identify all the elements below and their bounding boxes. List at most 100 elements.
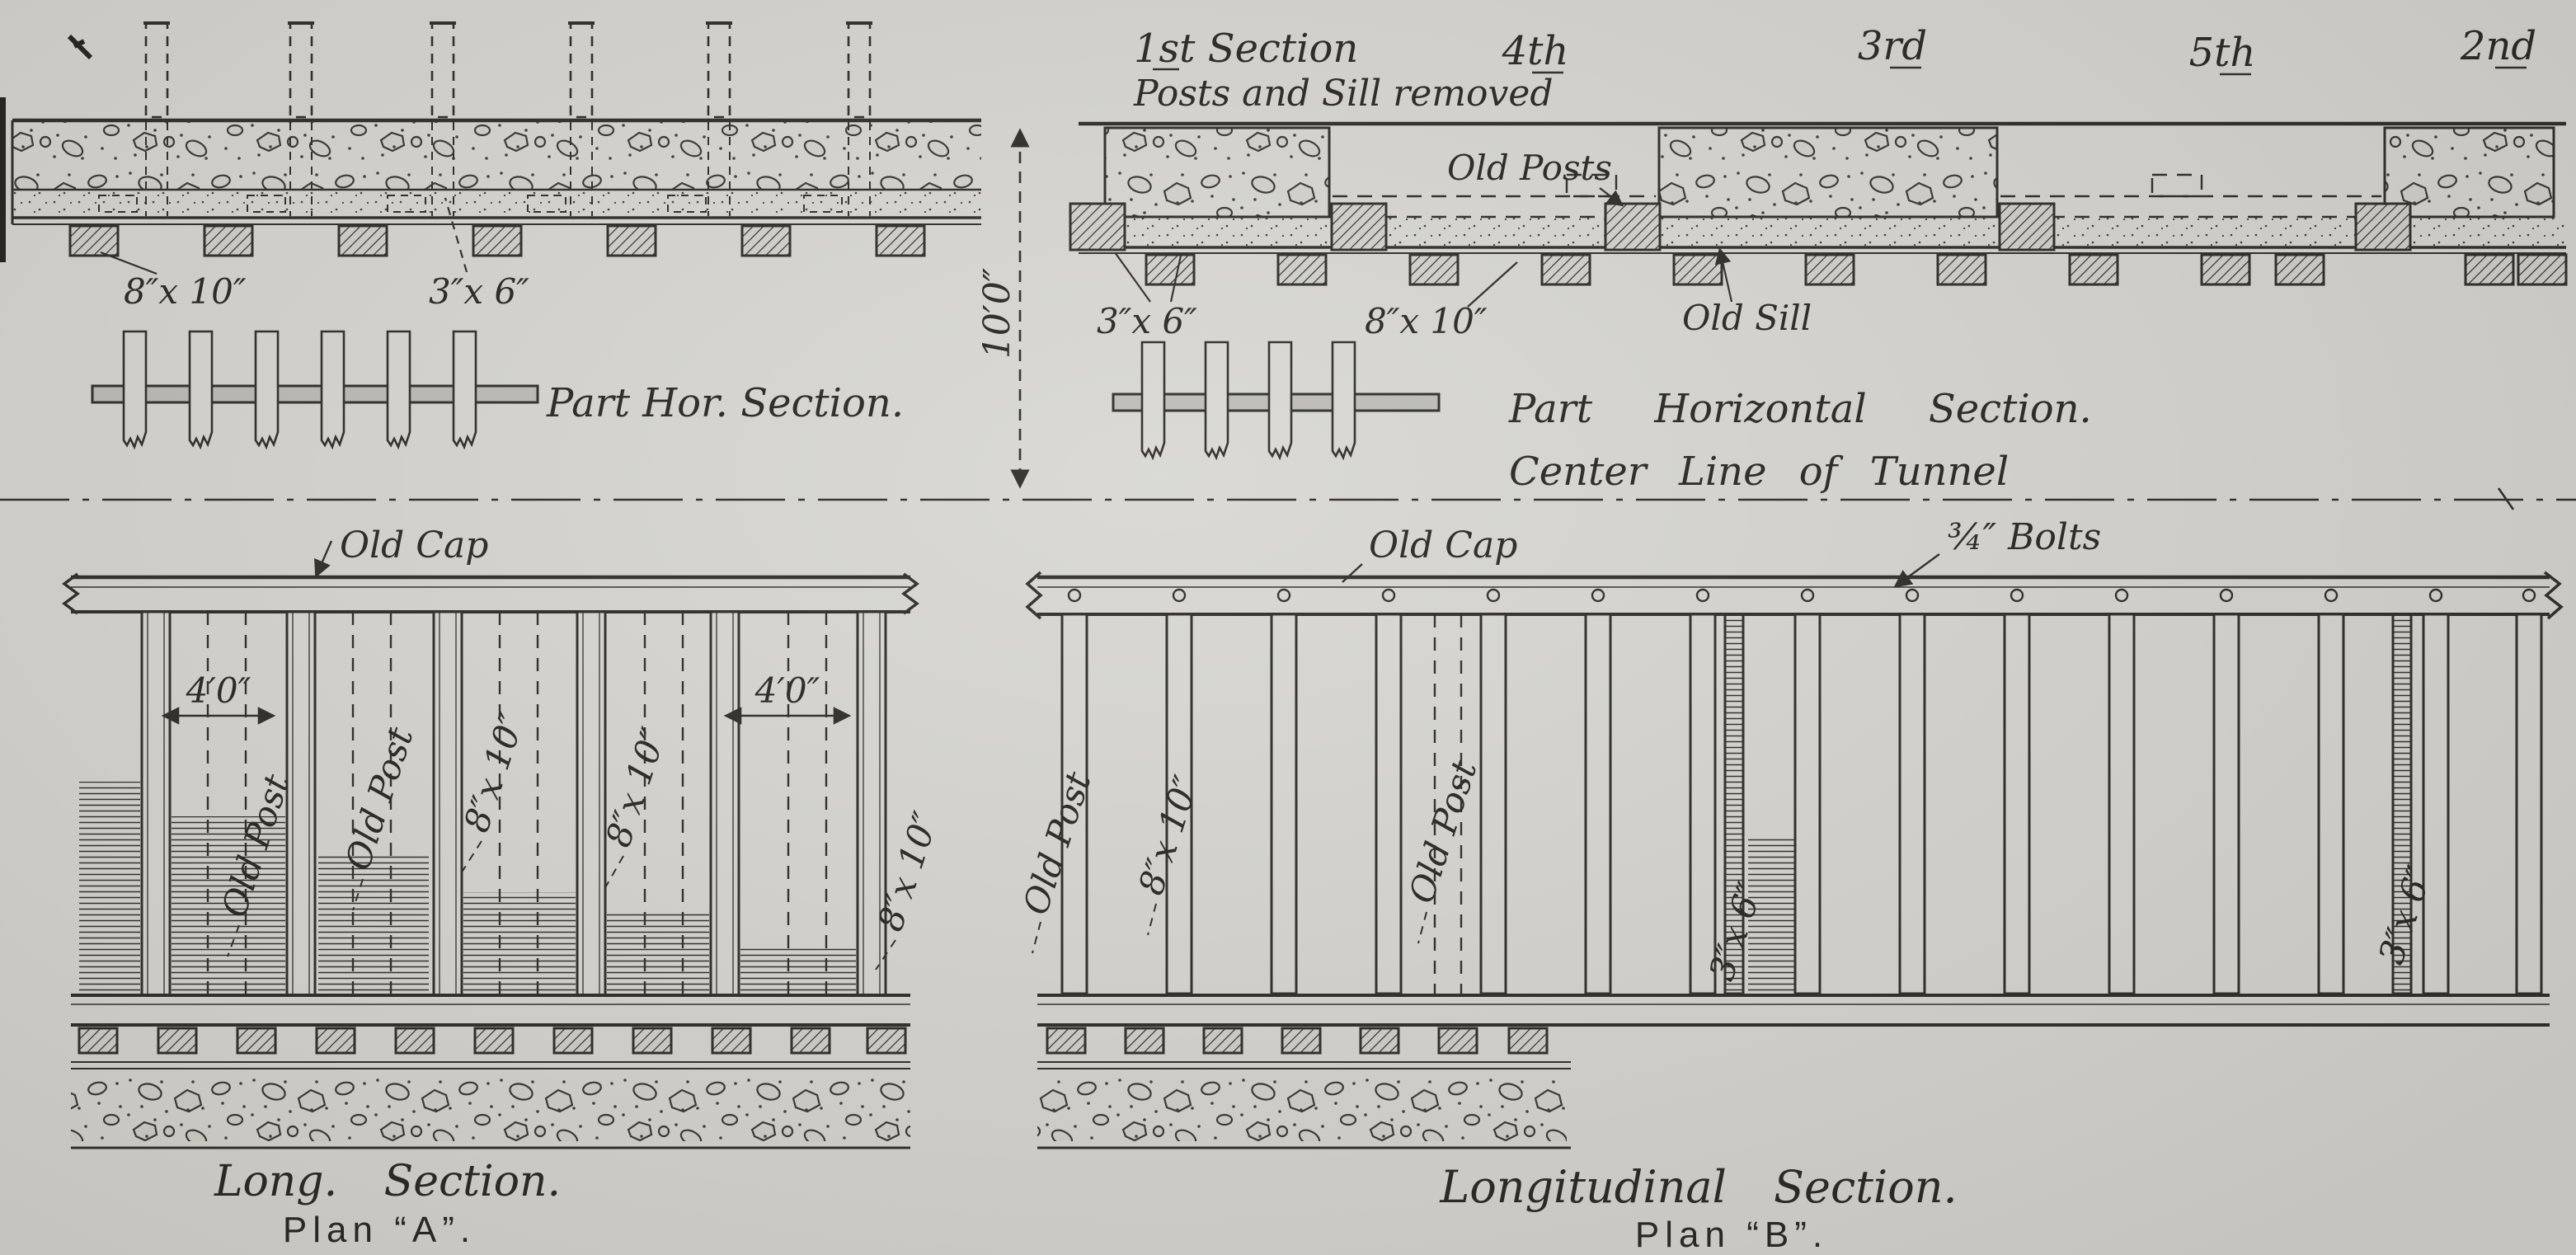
- hatched-lug: [1437, 1027, 1478, 1055]
- hatched-wall-block: [2354, 202, 2412, 251]
- hatched-lug: [866, 1027, 907, 1055]
- hatched-lug: [1124, 1027, 1165, 1055]
- new-post: [709, 610, 740, 997]
- hatched-lug: [2464, 253, 2515, 286]
- post: [1479, 613, 1507, 995]
- section-header-2nd: 2nd: [2460, 23, 2536, 69]
- hatched-lug: [236, 1027, 277, 1055]
- concrete-band: [12, 122, 981, 190]
- ordinal-underlines: [1153, 66, 2527, 76]
- concrete-panel: [1657, 126, 1999, 219]
- label-10ft: 10′0″: [976, 267, 1018, 359]
- label-old-sill: Old Sill: [1682, 298, 1812, 338]
- label-3x6: 3″x 6″: [429, 271, 529, 312]
- hatched-lug: [157, 1027, 198, 1055]
- bolt-heads: [1067, 588, 2536, 603]
- hatched-lug: [203, 224, 254, 257]
- label-4ft-right: 4′0″: [754, 670, 820, 711]
- post: [2515, 613, 2543, 995]
- leader-lines: [227, 840, 896, 971]
- leader-line: [1599, 187, 1624, 207]
- leader-line: [100, 251, 157, 275]
- hatched-lug: [1046, 1027, 1087, 1055]
- hidden-post-lines: [145, 122, 871, 216]
- caption-long-section: Long. Section.: [214, 1157, 561, 1206]
- hatched-lug: [1936, 253, 1987, 286]
- hatched-lug: [875, 224, 926, 257]
- old-post-dashed: [1433, 614, 1463, 994]
- part-horizontal-section-right: Part Horizontal Section.: [1112, 341, 2092, 459]
- dimension-10ft: 10′0″: [976, 128, 1030, 489]
- post: [1267, 341, 1293, 459]
- center-line-tick: [2497, 487, 2515, 510]
- hatched-wall-block: [1998, 202, 2056, 251]
- post: [1331, 341, 1356, 459]
- post: [1204, 341, 1229, 459]
- leader-line: [1893, 553, 1940, 588]
- concrete-panel: [1103, 126, 1331, 219]
- post: [2422, 613, 2450, 995]
- post: [122, 330, 148, 449]
- hatched-lug: [1540, 253, 1591, 286]
- label-old-cap: Old Cap: [1369, 524, 1517, 566]
- hatched-wall-block: [1330, 202, 1388, 251]
- hatched-lug: [1804, 253, 1855, 286]
- lagging-hatch: [79, 782, 856, 994]
- hatched-lug: [711, 1027, 752, 1055]
- hatched-lug: [473, 1027, 515, 1055]
- hatched-wall-block: [1604, 202, 1662, 251]
- post: [2317, 613, 2345, 995]
- label-8x10: 8″x 10″: [124, 271, 247, 312]
- top-left-ceiling-section: 8″x 10″ 3″x 6″: [11, 21, 981, 312]
- label-8x10: 8″x 10″: [1365, 301, 1488, 341]
- hatched-lug: [1281, 1027, 1322, 1055]
- hatched-lug: [2517, 253, 2568, 286]
- hatched-wall-block: [1069, 202, 1126, 251]
- hatched-lug: [68, 224, 120, 257]
- leader-line: [314, 540, 333, 578]
- post: [1140, 341, 1166, 459]
- caption-plan-a: Plan “A”.: [283, 1210, 476, 1250]
- hatched-lug: [1276, 253, 1328, 286]
- label-old-posts: Old Posts: [1447, 148, 1612, 188]
- hatched-lug: [337, 224, 388, 257]
- label-center-line: Center Line of Tunnel: [1509, 449, 2009, 495]
- section-header-3rd: 3rd: [1858, 23, 1927, 69]
- sill-band: [1079, 217, 2566, 247]
- leader-lines: [1114, 251, 1518, 308]
- label-old-cap: Old Cap: [340, 524, 488, 566]
- post: [254, 330, 280, 449]
- post: [1898, 613, 1926, 995]
- hatched-lug: [78, 1027, 119, 1055]
- hatched-lug: [1408, 253, 1460, 286]
- new-post: [856, 610, 887, 997]
- hatched-lug: [740, 224, 792, 257]
- hatched-lug: [2274, 253, 2325, 286]
- hatched-lug: [2068, 253, 2119, 286]
- post: [1793, 613, 1822, 995]
- part-hor-section-left: Part Hor. Section.: [91, 330, 904, 449]
- lagging-hatch: [1748, 837, 1794, 994]
- leader-line: [444, 197, 468, 273]
- floor-concrete: [71, 1070, 910, 1141]
- post: [1375, 613, 1403, 995]
- post: [386, 330, 411, 449]
- ink-smudge: [67, 34, 93, 60]
- post: [1270, 613, 1298, 995]
- section-header-1st: 1st Section: [1134, 26, 1358, 72]
- hatched-lug: [394, 1027, 435, 1055]
- hatched-lug: [1672, 253, 1723, 286]
- hatched-lug: [632, 1027, 673, 1055]
- hatched-lug: [315, 1027, 356, 1055]
- sheet-edge-mark: [0, 97, 6, 262]
- label-3x6: 3″x 6″: [1097, 301, 1197, 341]
- plate-joints: [98, 195, 843, 213]
- concrete-panel: [2383, 126, 2555, 219]
- hatched-lug: [606, 224, 657, 257]
- new-post: [432, 610, 463, 997]
- center-line-group: Center Line of Tunnel: [0, 449, 2576, 510]
- hatched-lug: [1359, 1027, 1400, 1055]
- plan-a: Old Cap 4′0″ 4′0″ Old Post Old Post 8″x …: [62, 524, 947, 1250]
